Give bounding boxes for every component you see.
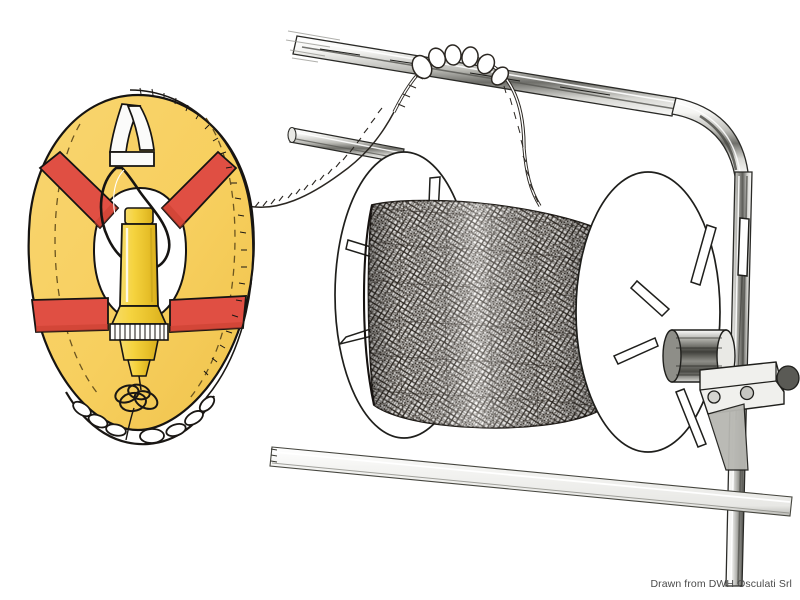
light-collar xyxy=(109,323,169,341)
rope-over-rail xyxy=(392,44,542,207)
rescue-light xyxy=(109,207,169,391)
flange-slot xyxy=(612,336,659,365)
railing-lower-rail xyxy=(269,446,793,517)
bracket-bolt xyxy=(739,385,755,401)
grab-rope-ring xyxy=(139,428,165,444)
flange-slot xyxy=(737,217,750,277)
reel-rope-drum xyxy=(362,199,605,429)
tether-line xyxy=(247,107,395,208)
rope-knot xyxy=(411,44,510,86)
lifebuoy-grab-line xyxy=(129,87,254,399)
lifebuoy-reflective-bands xyxy=(30,150,247,333)
grab-rope-links xyxy=(72,395,216,444)
carabiner-clip xyxy=(99,151,171,271)
reel-hub-bracket xyxy=(662,329,800,471)
lifebuoy-strap xyxy=(109,103,155,153)
lifebuoy xyxy=(27,87,255,446)
flange-slot xyxy=(675,388,707,448)
bracket-bolt xyxy=(707,390,721,404)
flange-slot xyxy=(629,279,671,318)
railing-top-rail xyxy=(285,30,749,177)
flange-slot xyxy=(690,224,717,286)
light-coiled-cord xyxy=(114,383,159,441)
attribution-caption: Drawn from DWH Osculati Srl xyxy=(650,578,792,590)
